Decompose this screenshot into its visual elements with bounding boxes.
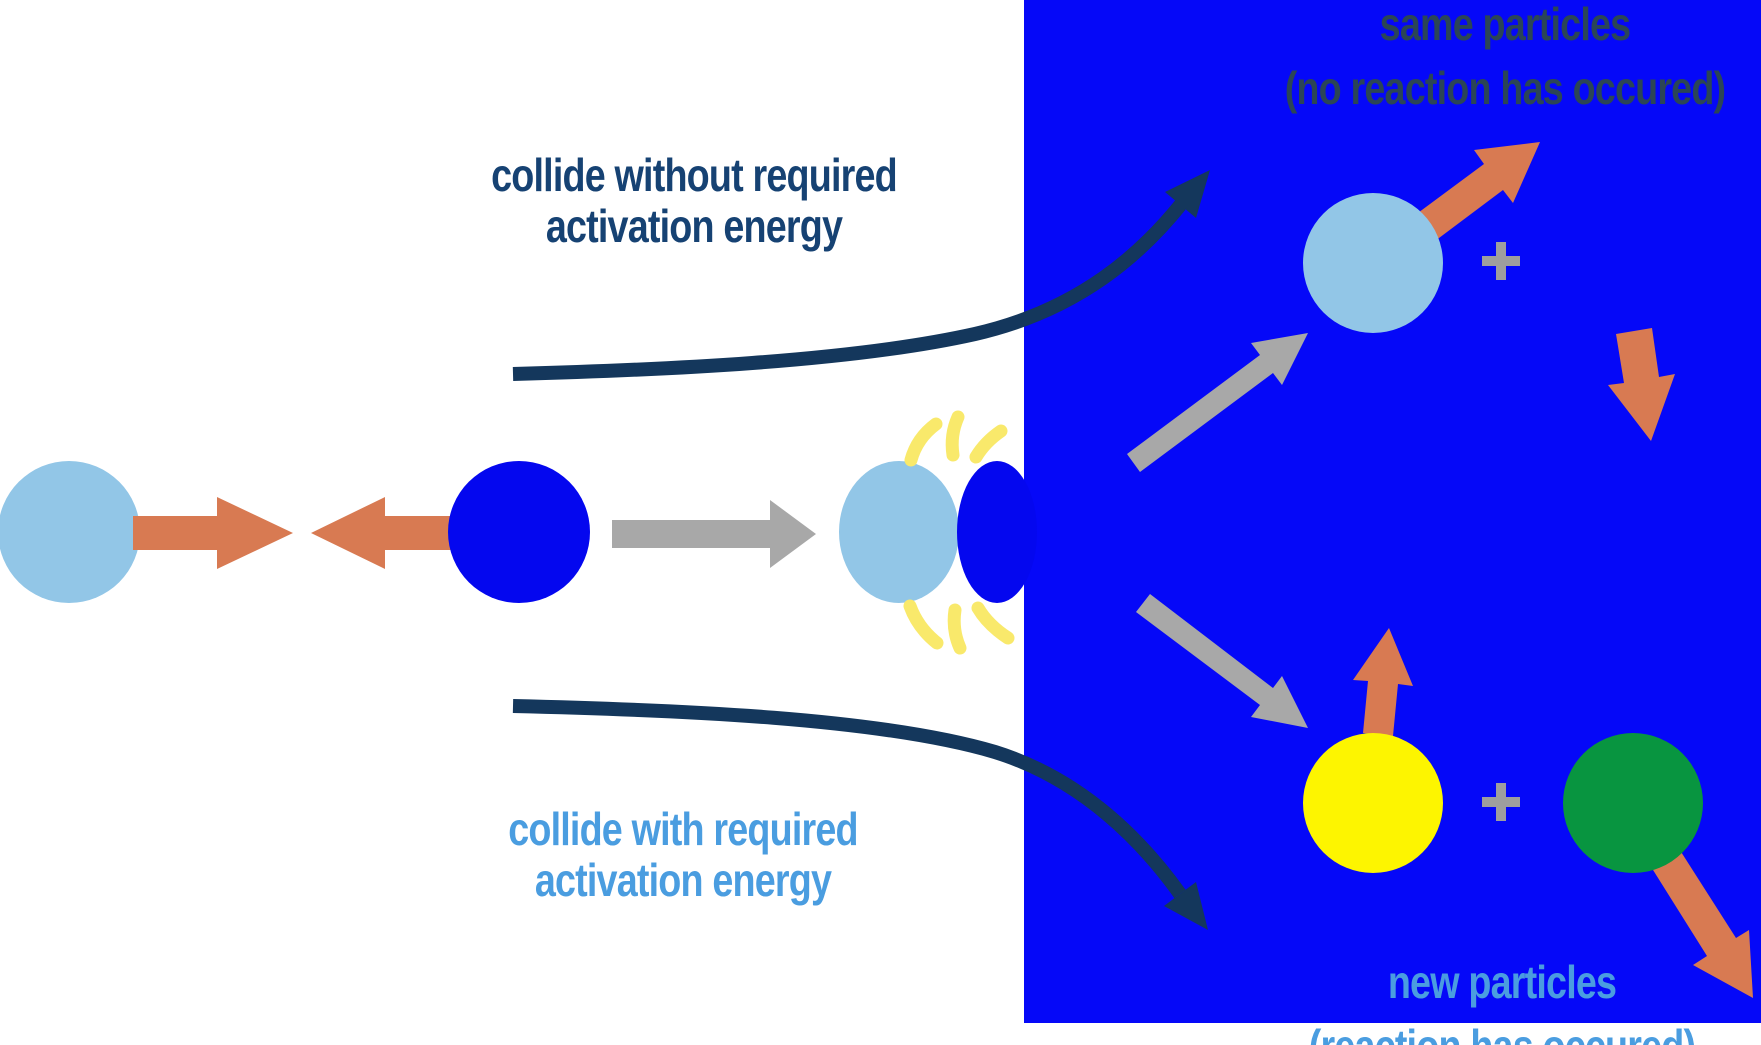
separated-particle-a [1303, 193, 1443, 333]
new-particle-yellow [1303, 733, 1443, 873]
label-same-particles-line1: same particles [1379, 0, 1631, 50]
new-particle-yellow-arrow-icon [1353, 628, 1413, 736]
plus-sign-bottom-vbar [1496, 783, 1506, 821]
label-same-particles-line2: (no reaction has occured) [1284, 62, 1726, 114]
label-collide-without-line1: collide without required [491, 149, 898, 201]
particle-a-velocity-arrow-icon [133, 497, 293, 569]
label-same-particles: same particles (no reaction has occured) [1285, 0, 1726, 120]
spark-bottom-middle-icon [947, 603, 967, 655]
label-new-particles-line2: (reaction has occured) [1309, 1014, 1696, 1045]
spark-top-right-icon [969, 424, 1008, 464]
curve-arrow-top [512, 198, 1188, 381]
outcome-arrow-top-icon [1127, 333, 1308, 472]
label-collide-without-line2: activation energy [545, 200, 843, 252]
colliding-particle-a [839, 461, 959, 603]
label-new-particles: new particles (reaction has occured) [1309, 950, 1696, 1045]
plus-sign-bottom [1482, 783, 1520, 821]
plus-sign-top [1482, 242, 1520, 280]
spark-top-middle-icon [945, 410, 965, 462]
label-collide-with: collide with required activation energy [508, 804, 858, 906]
outcome-arrow-bottom-icon [1136, 594, 1308, 728]
label-collide-with-line1: collide with required [508, 803, 858, 855]
curve-arrow-bottom [512, 699, 1186, 899]
curve-arrow-bottom-head-icon [1164, 882, 1208, 930]
label-new-particles-line1: new particles [1387, 956, 1617, 1008]
spark-bottom-right-icon [971, 601, 1015, 645]
separated-particle-a-arrow-icon [1403, 142, 1540, 250]
new-particle-green-arrow-icon [1648, 844, 1753, 998]
label-collide-with-line2: activation energy [534, 854, 832, 906]
new-particle-green [1563, 733, 1703, 873]
particle-a [0, 461, 140, 603]
progress-arrow-icon [612, 500, 816, 568]
particle-b [448, 461, 590, 603]
colliding-particle-b [957, 461, 1037, 603]
particle-b-velocity-arrow-icon [311, 497, 451, 569]
spark-bottom-left-icon [903, 599, 944, 650]
label-collide-without: collide without required activation ener… [491, 149, 898, 252]
plus-sign-top-vbar [1496, 242, 1506, 280]
collision-sparks [903, 410, 1015, 655]
curve-arrow-top-head-icon [1165, 170, 1210, 218]
spark-top-left-icon [904, 417, 943, 467]
separated-particle-b-arrow-icon [1608, 328, 1675, 441]
